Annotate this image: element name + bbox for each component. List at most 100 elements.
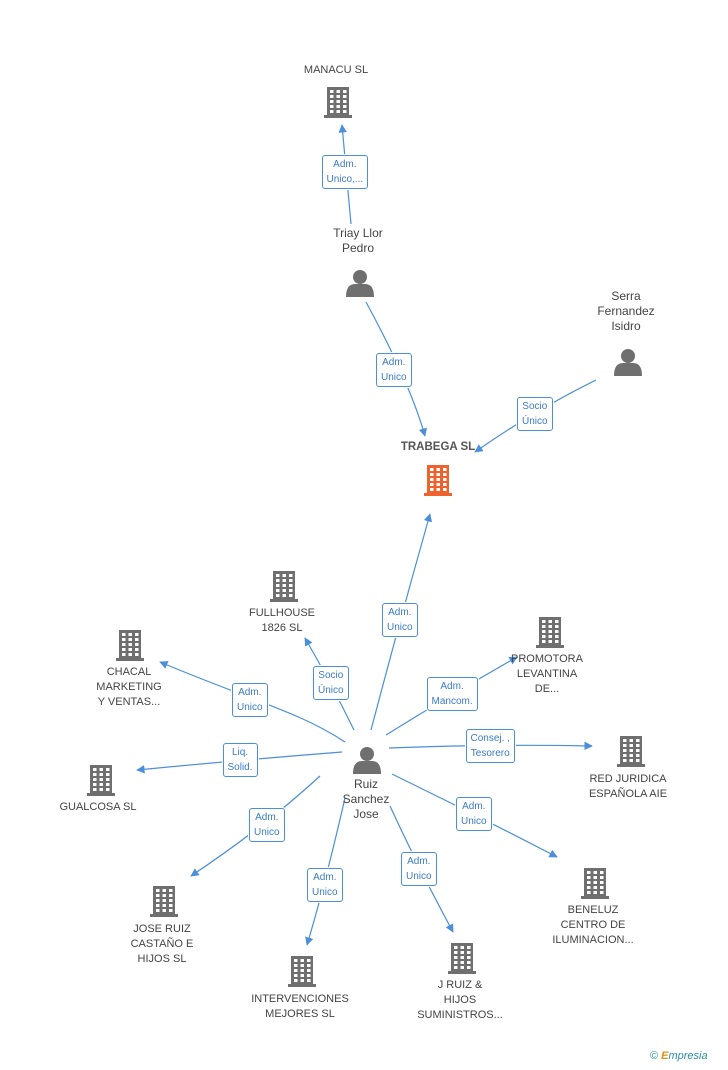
edge-label-line: Adm.	[313, 872, 337, 883]
edge-label-line: Socio	[522, 401, 548, 412]
edge-label-ruiz-to-chacal[interactable]: Adm. Unico	[232, 683, 268, 717]
center-company-name[interactable]: TRABEGA SL	[400, 441, 476, 453]
company-building-icon-manacu[interactable]	[324, 87, 352, 118]
edge-label-line: Unico	[312, 887, 338, 898]
copyright-icon: ©	[650, 1050, 659, 1062]
node-label-line: Ruiz	[353, 777, 378, 791]
company-building-icon-promotora[interactable]	[536, 617, 564, 648]
edge-label-line: Tesorero	[470, 748, 510, 759]
company-building-icon-beneluz[interactable]	[581, 868, 609, 899]
edge-label-ruiz-to-beneluz[interactable]: Adm. Unico	[456, 797, 492, 831]
company-building-icon-redjuridica[interactable]	[617, 736, 645, 767]
node-label-line: Isidro	[611, 319, 641, 333]
node-label-line: PROMOTORA	[511, 653, 583, 665]
node-label-line: Triay Llor	[333, 226, 383, 240]
node-label-line: Sanchez	[342, 792, 390, 806]
node-label-line: 1826 SL	[261, 622, 303, 634]
edge-label-line: Adm.	[333, 159, 357, 170]
edge-label-ruiz-to-center[interactable]: Adm. Unico	[382, 603, 418, 637]
node-label-line: MARKETING	[96, 681, 162, 693]
edge-label-line: Unico	[406, 871, 432, 882]
edge-label-line: Adm.	[388, 607, 412, 618]
edge-label-line: Unico,...	[326, 174, 364, 185]
person-icon-triay[interactable]	[346, 270, 374, 297]
node-label-fullhouse[interactable]: FULLHOUSE 1826 SL	[232, 606, 332, 636]
edge-label-ruiz-to-joseruiz[interactable]: Adm. Unico	[249, 808, 285, 842]
node-label-line: Fernandez	[597, 304, 655, 318]
company-building-icon-chacal[interactable]	[116, 630, 144, 661]
edge-label-ruiz-to-jruiz[interactable]: Adm. Unico	[401, 852, 437, 886]
node-label-line: INTERVENCIONES	[251, 993, 349, 1005]
edge-label-line: Adm.	[440, 681, 464, 692]
node-label-gualcosa[interactable]: GUALCOSA SL	[43, 800, 153, 815]
company-building-icon-fullhouse[interactable]	[270, 571, 298, 602]
edge-label-ruiz-to-gualcosa[interactable]: Liq.Solid.	[222, 743, 258, 777]
node-label-manacu[interactable]: MANACU SL	[276, 63, 396, 78]
node-label-line: J RUIZ &	[437, 979, 483, 991]
node-label-line: CHACAL	[106, 666, 152, 678]
edge-label-line: Unico	[237, 702, 263, 713]
company-building-icon-jruiz[interactable]	[448, 943, 476, 974]
edge-label-ruiz-to-redjuridica[interactable]: Consej. , Tesorero	[465, 729, 515, 763]
empresia-logo[interactable]: ©Empresia	[650, 1050, 708, 1062]
company-building-icon-intervenciones[interactable]	[288, 956, 316, 987]
edge-label-line: Unico	[381, 372, 407, 383]
person-icon-serra[interactable]	[614, 349, 642, 376]
node-label-line: Y VENTAS...	[97, 696, 161, 708]
node-label-promotora[interactable]: PROMOTORA LEVANTINA DE...	[497, 652, 597, 697]
edge-label-line: Único	[318, 685, 344, 696]
node-label-intervenciones[interactable]: INTERVENCIONES MEJORES SL	[240, 992, 360, 1022]
edge-label-line: Solid.	[227, 762, 253, 773]
edge-label-line: Unico	[387, 622, 413, 633]
edge-label-line: Único	[522, 416, 548, 427]
node-label-line: MEJORES SL	[265, 1008, 335, 1020]
node-label-joseruiz[interactable]: JOSE RUIZ CASTAÑO E HIJOS SL	[112, 922, 212, 967]
company-building-icon-center[interactable]	[424, 465, 452, 496]
edge-label-line: Unico	[254, 827, 280, 838]
node-label-line: HIJOS	[443, 994, 477, 1006]
edge-label-line: Socio	[318, 670, 344, 681]
node-label-line: DE...	[534, 683, 560, 695]
node-label-redjuridica[interactable]: RED JURIDICA ESPAÑOLA AIE	[573, 772, 683, 802]
node-label-jruiz[interactable]: J RUIZ & HIJOS SUMINISTROS...	[405, 978, 515, 1023]
edge-label-line: Adm.	[238, 687, 262, 698]
edge-label-line: Adm.	[407, 856, 431, 867]
node-label-line: Jose	[353, 807, 379, 821]
edge-label-ruiz-to-intervenciones[interactable]: Adm. Unico	[307, 868, 343, 902]
node-label-line: SUMINISTROS...	[417, 1009, 503, 1021]
node-label-line: RED JURIDICA	[589, 773, 667, 785]
edge-label-triay-to-center[interactable]: Adm. Unico	[376, 353, 412, 387]
edge-label-line: Adm.	[255, 812, 279, 823]
node-label-line: FULLHOUSE	[248, 607, 316, 619]
node-label-line: GUALCOSA SL	[59, 801, 137, 813]
edge-label-line: Adm.	[462, 801, 486, 812]
person-icon-ruiz[interactable]	[353, 747, 381, 774]
icons-layer	[87, 87, 645, 987]
edge-label-ruiz-to-promotora[interactable]: Adm. Mancom.	[426, 677, 478, 711]
edge-label-triay-to-manacu[interactable]: Adm. Unico,...	[321, 155, 369, 189]
edge-label-line: Unico	[461, 816, 487, 827]
node-label-line: ESPAÑOLA AIE	[588, 788, 668, 800]
brand-initial: E	[661, 1050, 669, 1062]
node-label-line: LEVANTINA	[516, 668, 578, 680]
node-label-line: BENELUZ	[567, 904, 619, 916]
edge-label-line: Adm.	[382, 357, 406, 368]
edge-label-line: Consej. ,	[470, 733, 510, 744]
edge-ruiz-to-chacal	[159, 661, 346, 743]
company-building-icon-gualcosa[interactable]	[87, 765, 115, 796]
node-label-line: CASTAÑO E	[130, 938, 194, 950]
node-label-line: Pedro	[341, 241, 375, 255]
node-label-line: HIJOS SL	[137, 953, 187, 965]
company-building-icon-joseruiz[interactable]	[150, 886, 178, 917]
node-label-line: ILUMINACION...	[552, 934, 634, 946]
node-label-line: JOSE RUIZ	[133, 923, 191, 935]
node-label-chacal[interactable]: CHACAL MARKETING Y VENTAS...	[79, 665, 179, 710]
node-label-line: MANACU SL	[303, 64, 369, 76]
edge-label-line: Mancom.	[431, 696, 473, 707]
